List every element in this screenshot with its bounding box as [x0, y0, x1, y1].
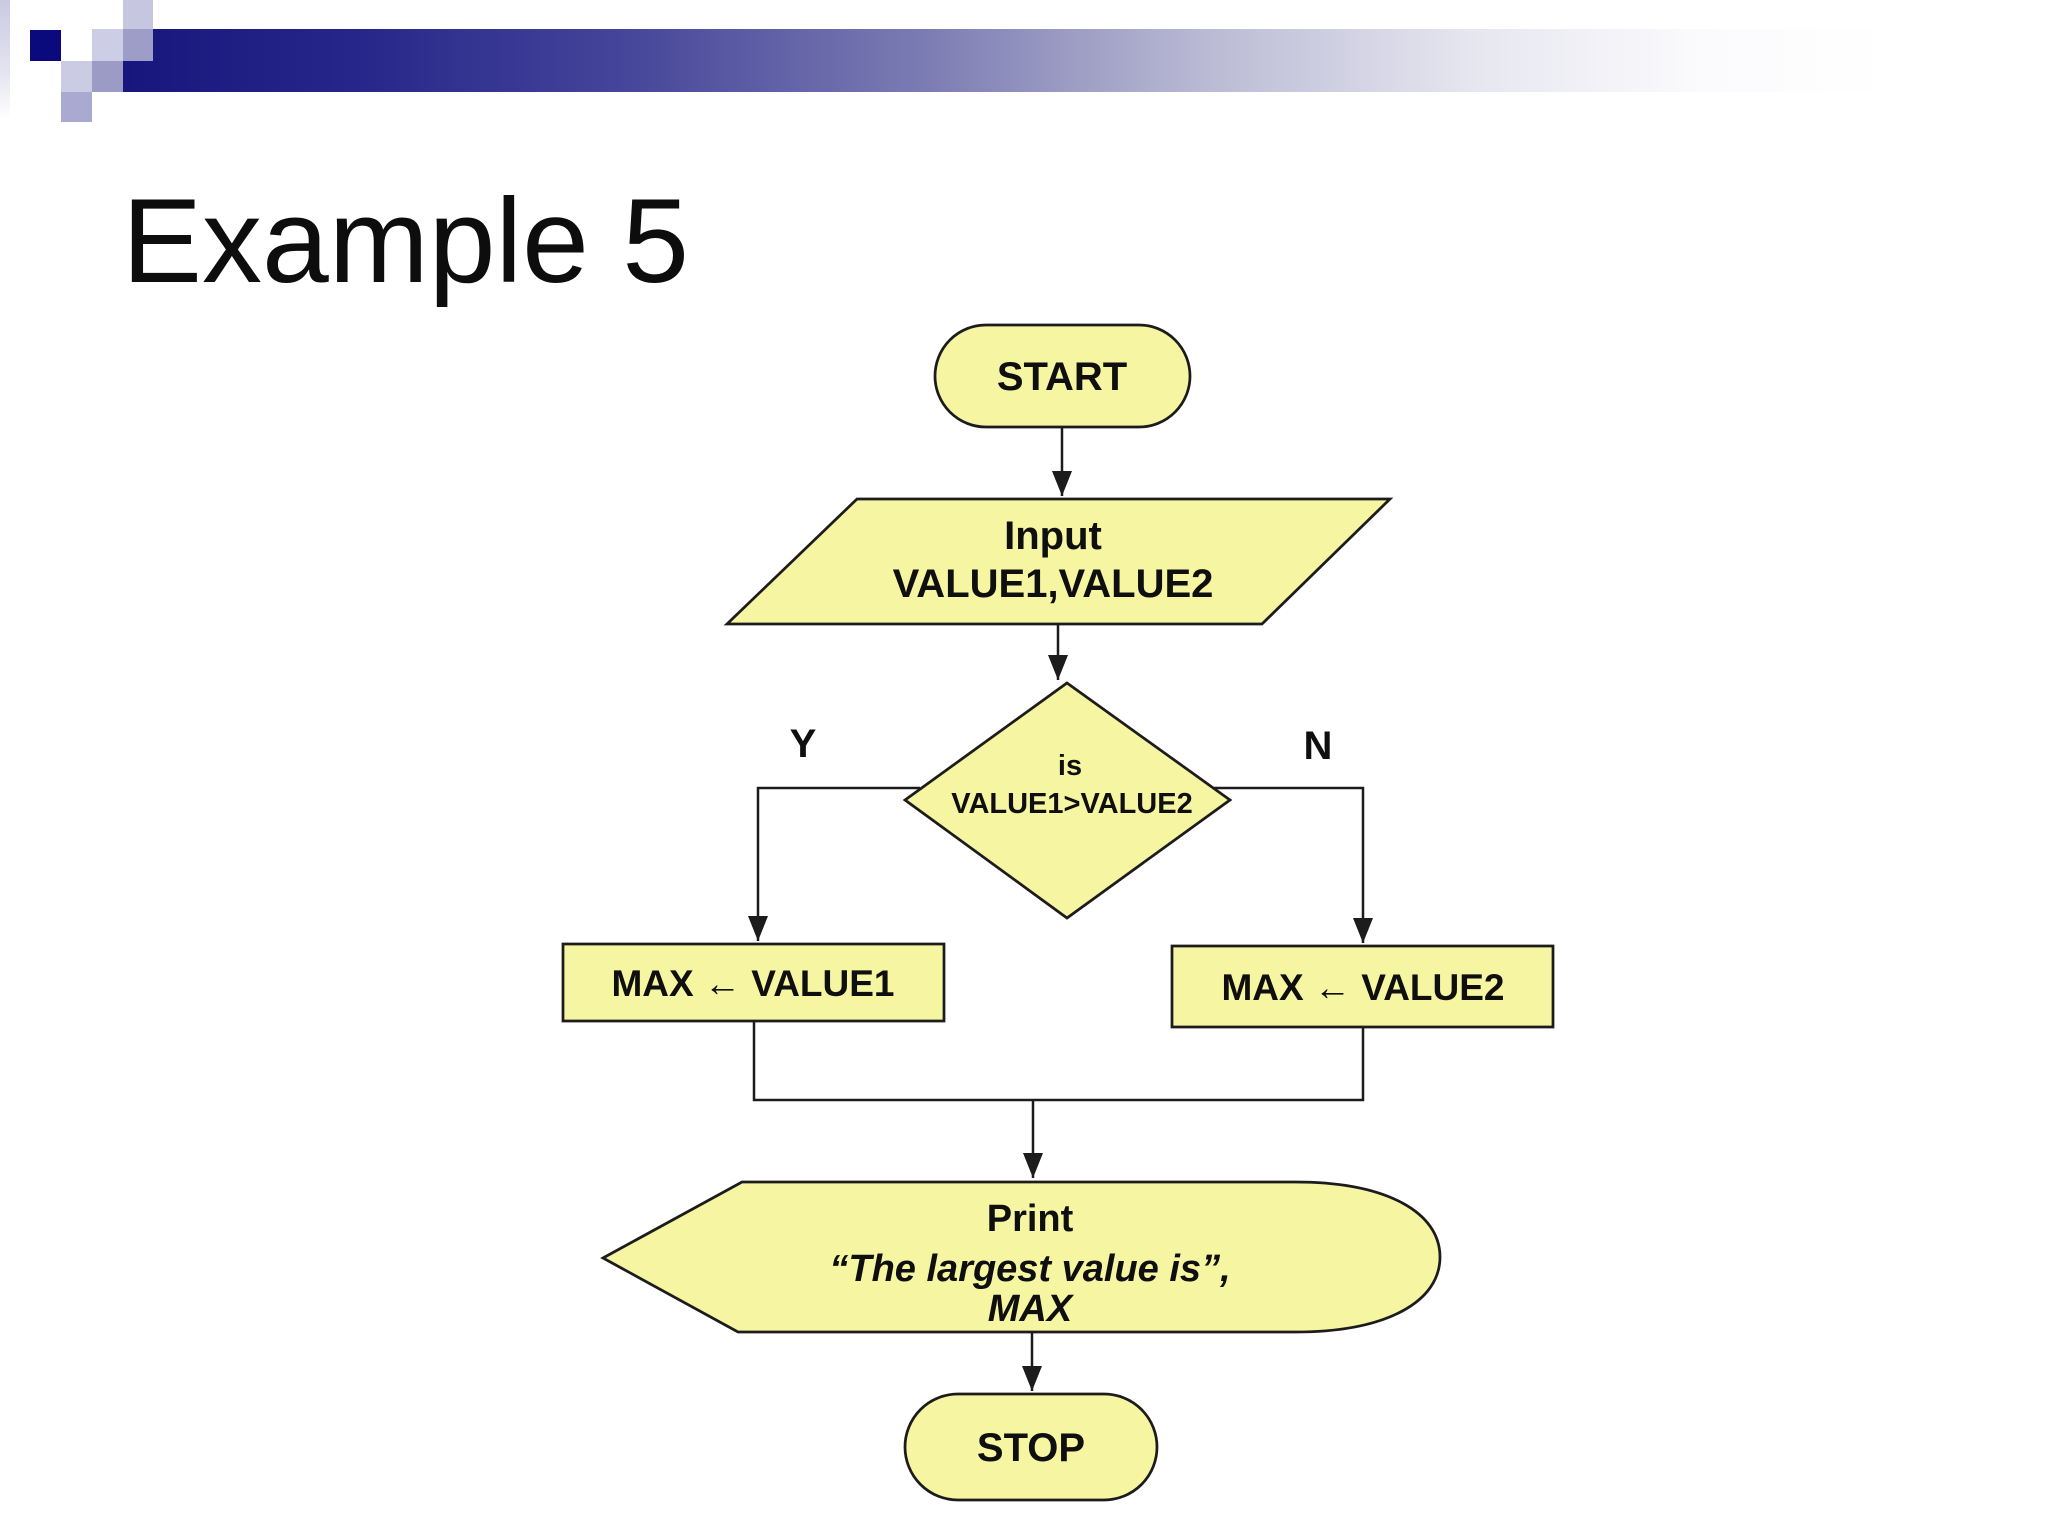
stop-terminator-shape: [903, 1392, 1159, 1502]
input-parallelogram-shape: [723, 497, 1394, 626]
decision-diamond-shape: [902, 681, 1233, 920]
arrow-yes-branch: [748, 786, 920, 941]
stop-label: STOP: [977, 1426, 1085, 1470]
decor-square-lavender-5: [92, 61, 123, 92]
yes-branch-label: Y: [790, 722, 817, 766]
decor-square-lavender-2: [123, 0, 153, 29]
decor-square-lavender-4: [61, 61, 92, 92]
assign-left-rect-shape: [561, 942, 946, 1023]
input-label-line1: Input: [1004, 514, 1102, 558]
header-gradient-bar: [123, 29, 2048, 92]
decor-square-lavender-6: [61, 92, 92, 122]
print-label-line2: “The largest value is”,: [829, 1248, 1230, 1290]
decor-square-navy: [30, 30, 61, 61]
decision-label-line1: is: [1058, 750, 1082, 782]
input-label-line2: VALUE1,VALUE2: [893, 562, 1214, 606]
print-label-line3: MAX: [988, 1288, 1075, 1330]
no-branch-label: N: [1304, 724, 1333, 768]
decor-square-lavender-1: [92, 29, 123, 61]
decor-square-lavender-3: [123, 29, 153, 61]
assign-right-label: MAX ← VALUE2: [1221, 967, 1504, 1008]
assign-right-rect-shape: [1170, 944, 1555, 1029]
arrow-no-branch: [1214, 786, 1373, 943]
page-title: Example 5: [122, 174, 689, 308]
decision-label-line2: VALUE1>VALUE2: [951, 788, 1192, 820]
print-label-line1: Print: [987, 1198, 1074, 1240]
start-label: START: [997, 355, 1127, 399]
header-left-strip: [0, 0, 10, 120]
assign-left-label: MAX ← VALUE1: [611, 963, 894, 1004]
merge-connector: [752, 1021, 1365, 1102]
print-display-shape: [600, 1180, 1442, 1334]
